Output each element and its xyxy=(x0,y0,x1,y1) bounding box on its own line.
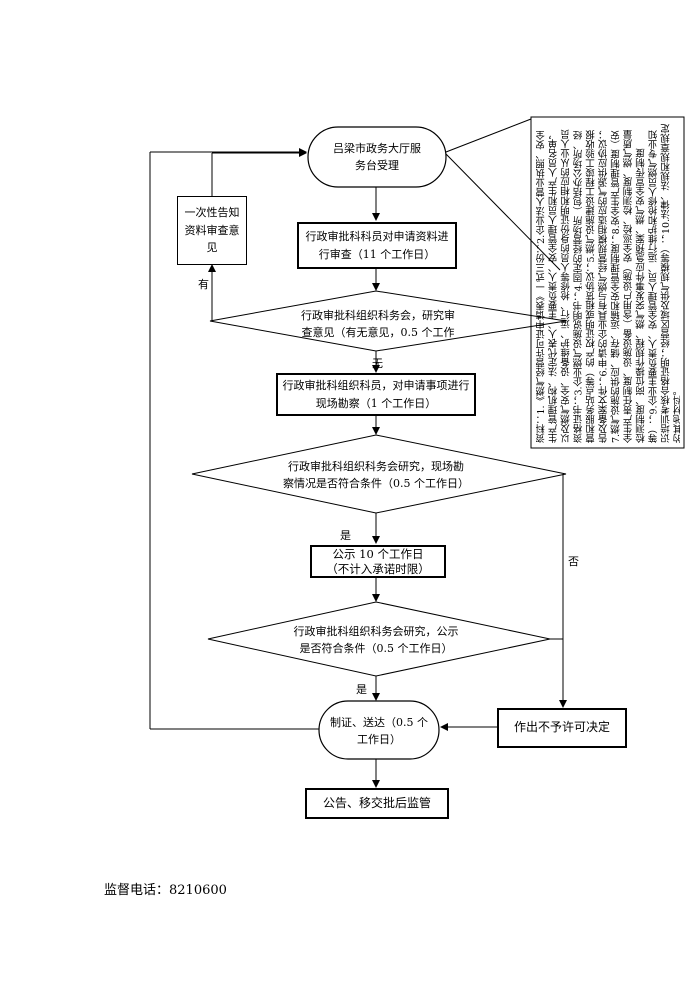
supervision-phone: 监督电话：8210600 xyxy=(104,879,227,898)
start-node-shape xyxy=(307,126,447,188)
materials-leader-bottom xyxy=(445,153,561,271)
materials-text: 资料：1.《燃气经营许可证申请表》一式三份；2.企业法人营业执照、安全生产管理机… xyxy=(536,123,680,443)
meeting3-text: 行政审批科组织科务会研究，公示 是否符合条件（0.5 个工作日） xyxy=(286,623,466,657)
announce-box: 公告、移交批后监管 xyxy=(305,788,449,819)
label-yes-1: 是 xyxy=(340,529,351,542)
site-check-line1: 行政审批科组织科员，对申请事项进行 xyxy=(282,378,470,392)
reject-box: 作出不予许可决定 xyxy=(497,708,627,748)
meeting1-line1: 行政审批科组织科务会，研究审 xyxy=(301,309,455,322)
start-node-line1: 吕梁市政务大厅服 xyxy=(333,142,421,155)
reject-text: 作出不予许可决定 xyxy=(513,720,610,735)
site-check-line2: 现场勘察（1 个工作日） xyxy=(315,396,437,410)
meeting1-text: 行政审批科组织科务会，研究审 查意见（有无意见，0.5 个工作 xyxy=(286,307,470,341)
meeting2-line1: 行政审批科组织科务会研究，现场勘 xyxy=(288,460,464,473)
label-has: 有 xyxy=(198,278,209,291)
notice-line3: 见 xyxy=(206,241,218,255)
notice-line2: 资料审查意 xyxy=(184,223,240,237)
publicity-line1: 公示 10 个工作日 xyxy=(332,546,424,561)
phone-label: 监督电话： xyxy=(104,883,170,898)
certify-line2: 工作日） xyxy=(357,733,401,747)
notice-box: 一次性告知 资料审查意 见 xyxy=(177,196,247,265)
publicity-line2: （不计入承诺时限） xyxy=(326,561,430,576)
start-node: 吕梁市政务大厅服 务台受理 xyxy=(316,140,438,174)
materials-leader-top xyxy=(445,118,532,153)
meeting3-line1: 行政审批科组织科务会研究，公示 xyxy=(293,625,459,638)
materials-box-border xyxy=(530,116,685,449)
announce-text: 公告、移交批后监管 xyxy=(322,795,431,810)
meeting2-text: 行政审批科组织科务会研究，现场勘 察情况是否符合条件（0.5 个工作日） xyxy=(272,458,480,492)
notice-line1: 一次性告知 xyxy=(184,206,240,220)
meeting2-line2: 察情况是否符合条件（0.5 个工作日） xyxy=(283,477,469,491)
certify-node-shape xyxy=(318,700,440,760)
meeting1-line2: 查意见（有无意见，0.5 个工作 xyxy=(301,326,455,340)
meeting3-line2: 是否符合条件（0.5 个工作日） xyxy=(299,642,453,656)
label-yes-2: 是 xyxy=(356,683,367,696)
certify-line1: 制证、送达（0.5 个 xyxy=(330,716,428,729)
label-no: 否 xyxy=(568,555,579,568)
review-docs-box: 行政审批科科员对申请资料进 行审查（11 个工作日） xyxy=(297,222,457,269)
review-docs-line2: 行审查（11 个工作日） xyxy=(318,247,436,261)
certify-node: 制证、送达（0.5 个 工作日） xyxy=(324,714,434,748)
start-node-line2: 务台受理 xyxy=(355,159,399,173)
site-check-box: 行政审批科组织科员，对申请事项进行 现场勘察（1 个工作日） xyxy=(276,373,476,416)
label-none: 无 xyxy=(372,357,383,370)
phone-number: 8210600 xyxy=(169,883,227,898)
publicity-box: 公示 10 个工作日 （不计入承诺时限） xyxy=(310,545,446,578)
review-docs-line1: 行政审批科科员对申请资料进 xyxy=(305,229,449,243)
